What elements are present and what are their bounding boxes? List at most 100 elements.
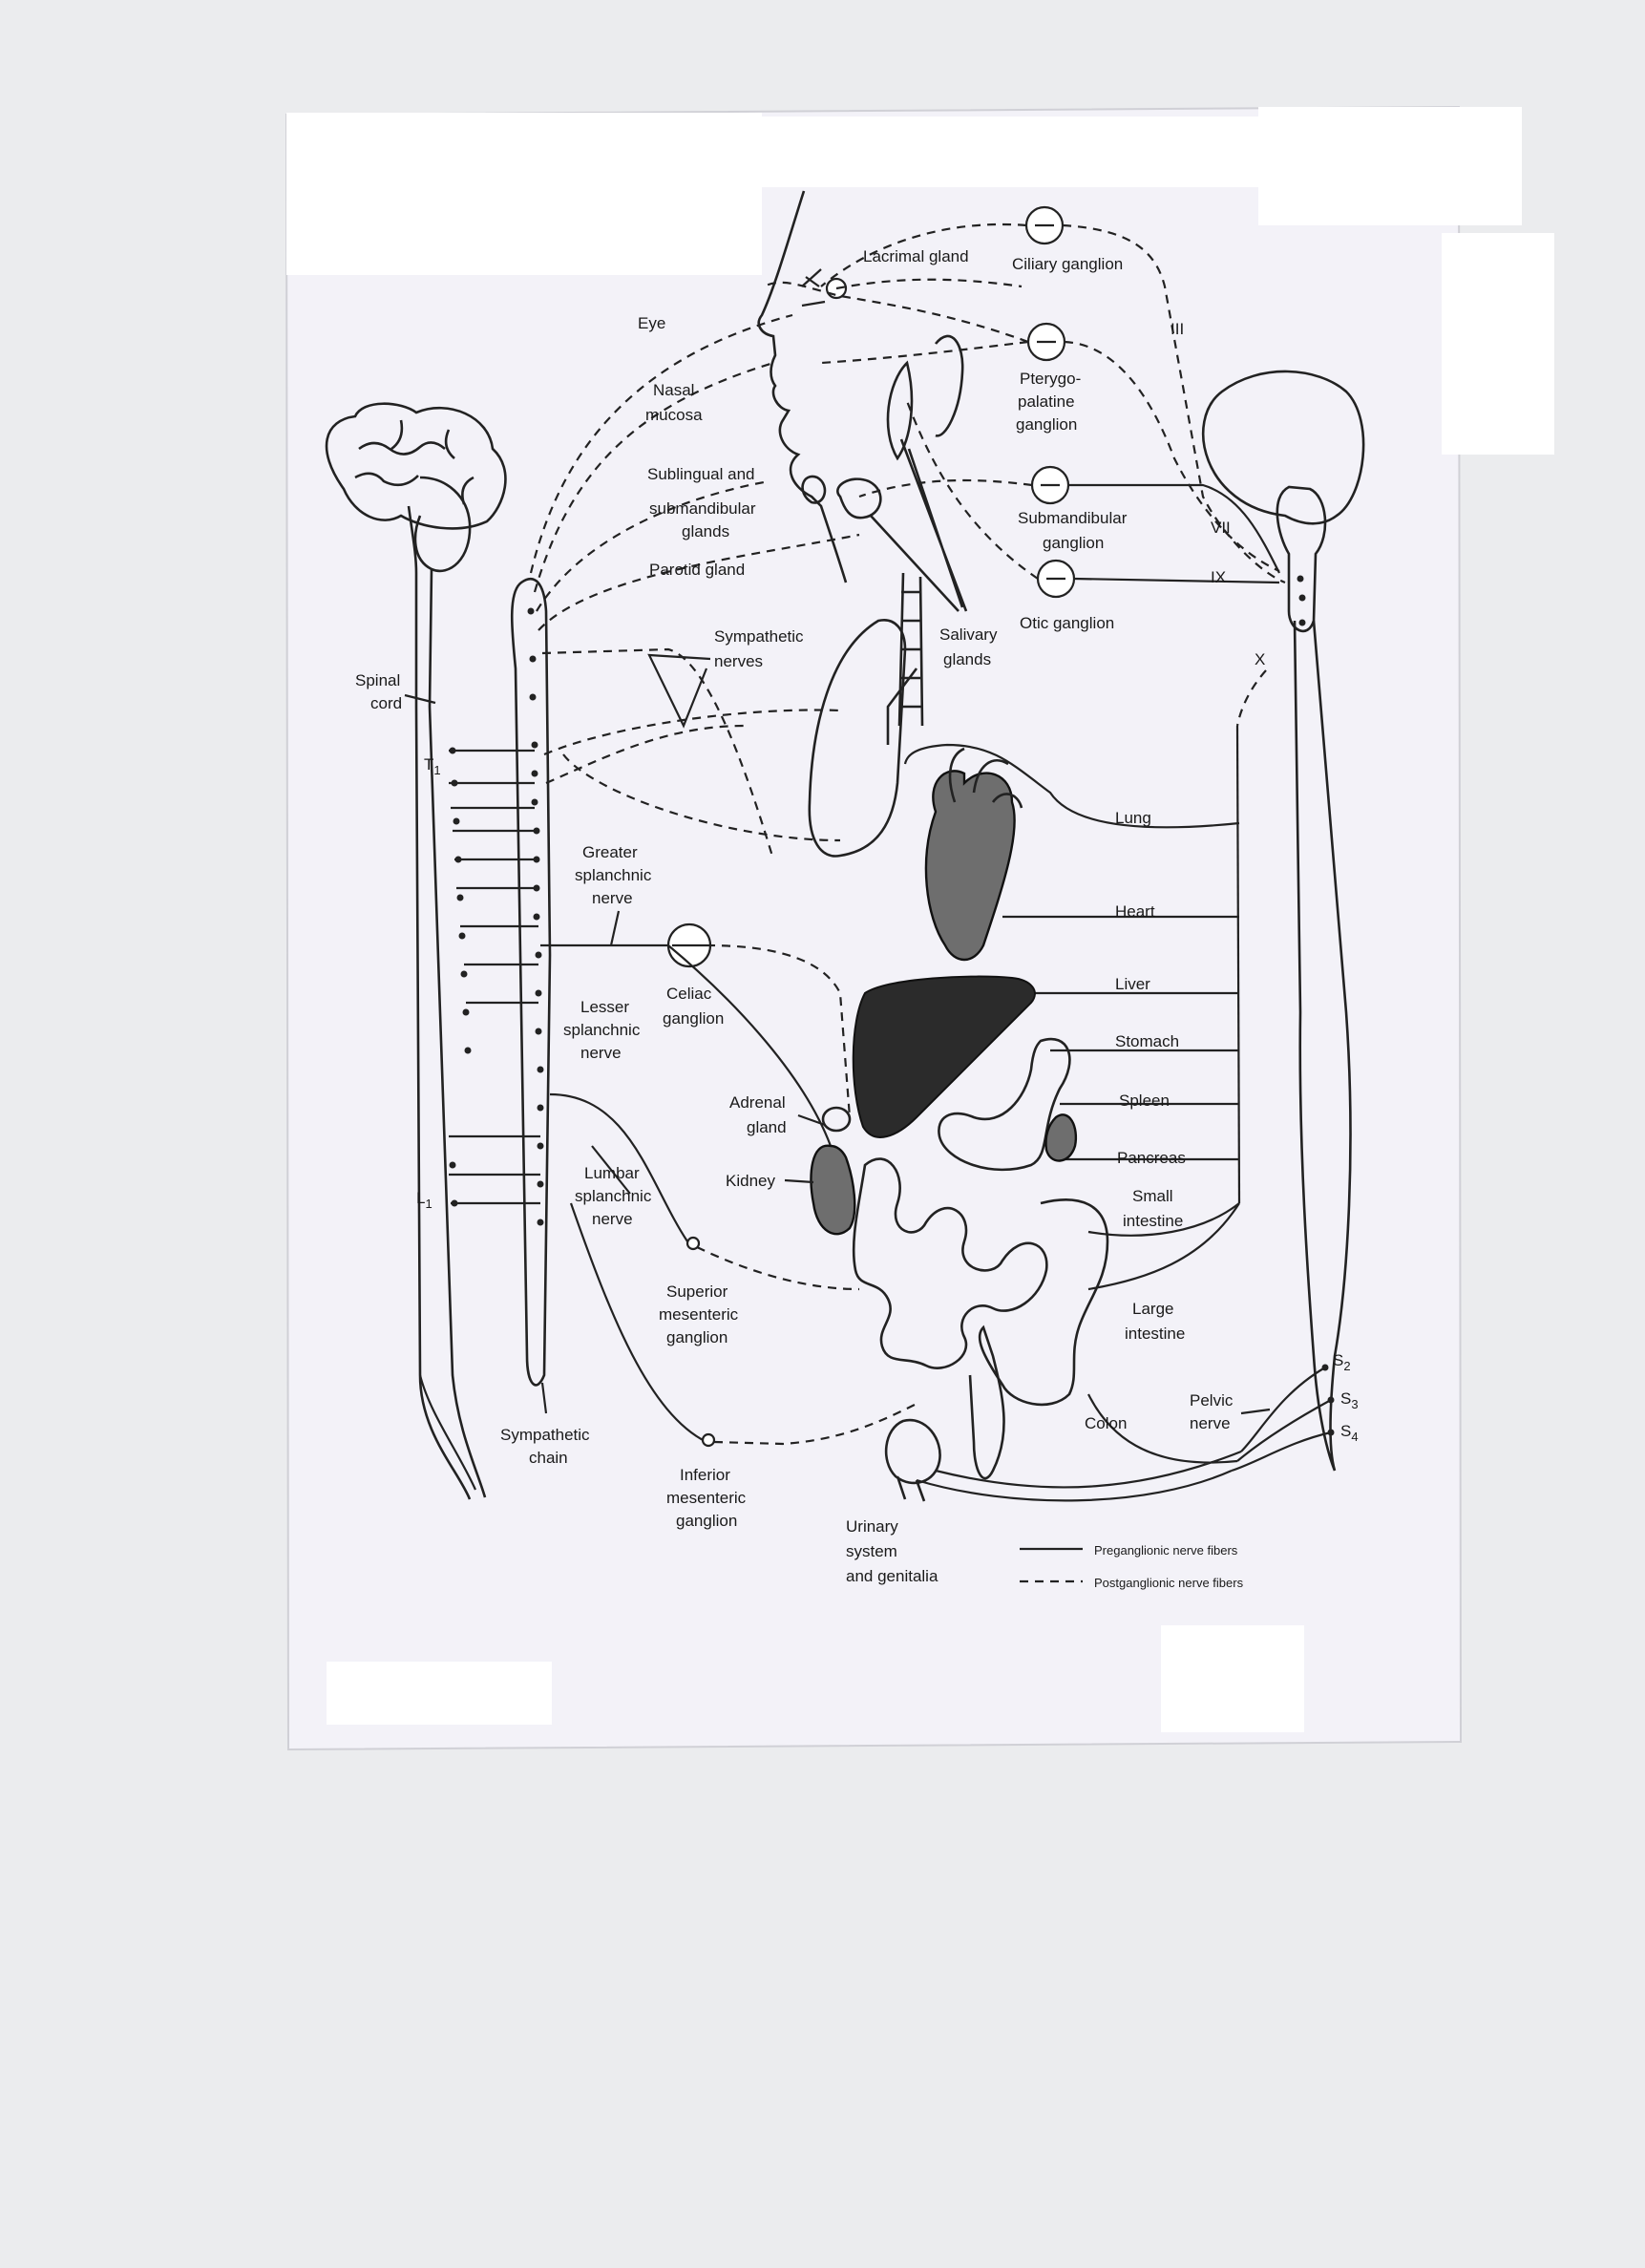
spleen-shape [1044,1113,1078,1162]
legend: Preganglionic nerve fibers Postganglioni… [1020,1543,1244,1590]
label-heart: Heart [1115,902,1155,921]
label-superior-mesenteric-1: Superior [666,1282,728,1301]
vagus-distribution: Lung Heart Liver Stomach Spleen Pancreas… [903,725,1241,1343]
label-lesser-splanchnic-1: Lesser [580,998,629,1016]
kidney-shape [810,1144,856,1236]
redaction-top-right [1258,107,1522,225]
paper-sheet [285,105,1554,1751]
label-t1: T1 [424,755,441,777]
adrenal-shape [821,1106,852,1133]
redaction-right [1442,233,1554,455]
parasympathetic-cranial: Lacrimal gland Ciliary ganglion Eye III … [638,205,1286,668]
label-parotid-gland: Parotid gland [649,561,745,579]
label-urinary-2: system [846,1542,897,1560]
stomach-shape [938,1037,1071,1172]
label-greater-splanchnic-3: nerve [592,889,633,907]
label-superior-mesenteric-3: ganglion [666,1328,728,1346]
label-sympathetic-chain-2: chain [529,1449,568,1467]
label-sympathetic-nerves-1: Sympathetic [714,627,804,646]
label-pelvic-nerve-1: Pelvic [1190,1391,1234,1410]
label-pelvic-nerve-2: nerve [1190,1414,1231,1432]
label-greater-splanchnic-2: splanchnic [575,866,652,884]
prevertebral-ganglia: Celiac ganglion Superior mesenteric gang… [659,922,917,1530]
label-s4: S4 [1340,1422,1359,1444]
label-sublingual-3: glands [682,522,729,541]
legend-postganglionic-label: Postganglionic nerve fibers [1094,1576,1244,1590]
label-sublingual-2: submandibular [649,499,756,518]
label-s3: S3 [1340,1389,1359,1411]
label-nasal-2: mucosa [645,406,703,424]
thoracic-organs [808,619,1023,962]
abdominal-organs: Adrenal gland Kidney Urinary system and … [726,975,1109,1585]
inferior-mesenteric-ganglion [701,1432,716,1448]
label-spinal-cord-2: cord [370,694,402,712]
large-intestine-shape [968,1198,1109,1480]
label-pterygopalatine-1: Pterygo- [1020,370,1081,388]
label-superior-mesenteric-2: mesenteric [659,1305,739,1324]
label-large-intestine-1: Large [1132,1300,1173,1318]
heart-shape [924,770,1016,962]
label-cn-ix: IX [1211,568,1226,586]
label-cn-x: X [1255,650,1265,668]
label-cn-iii: III [1170,320,1184,338]
sympathetic-chain: Sympathetic chain [449,577,590,1467]
label-lesser-splanchnic-2: splanchnic [563,1021,641,1039]
label-colon: Colon [1085,1414,1127,1432]
label-spinal-cord-1: Spinal [355,671,400,689]
liver-shape [852,975,1036,1138]
right-brainstem-cord: X S2 S3 S4 [1201,370,1365,1472]
label-lumbar-splanchnic-2: splanchnic [575,1187,652,1205]
chain-ganglia [449,607,544,1226]
bladder-shape [884,1418,941,1485]
label-lacrimal-gland: Lacrimal gland [863,247,969,265]
label-lumbar-splanchnic-1: Lumbar [584,1164,640,1182]
label-urinary-1: Urinary [846,1517,898,1536]
label-celiac-2: ganglion [663,1009,724,1028]
label-submandibular-ganglion-2: ganglion [1043,534,1104,552]
label-pterygopalatine-2: palatine [1018,392,1075,411]
redaction-top-center [754,117,1289,187]
label-sympathetic-nerves-2: nerves [714,652,763,670]
label-pterygopalatine-3: ganglion [1016,415,1077,434]
pelvic-parasympathetic: Pelvic nerve Colon [916,1367,1332,1502]
label-s2: S2 [1333,1351,1351,1373]
label-adrenal-gland-2: gland [747,1118,787,1136]
label-salivary-1: Salivary [939,625,998,644]
label-greater-splanchnic-1: Greater [582,843,638,861]
label-submandibular-ganglion-1: Submandibular [1018,509,1128,527]
label-nasal-1: Nasal [653,381,694,399]
superior-mesenteric-ganglion [685,1236,701,1251]
label-inferior-mesenteric-1: Inferior [680,1466,730,1484]
label-large-intestine-2: intestine [1125,1325,1185,1343]
label-sublingual-1: Sublingual and [647,465,754,483]
label-lesser-splanchnic-3: nerve [580,1044,622,1062]
label-kidney: Kidney [726,1172,775,1190]
label-l1: L1 [416,1189,432,1211]
lung-shape [808,619,907,858]
label-otic-ganglion: Otic ganglion [1020,614,1114,632]
label-salivary-2: glands [943,650,991,668]
label-urinary-3: and genitalia [846,1567,938,1585]
label-inferior-mesenteric-3: ganglion [676,1512,737,1530]
redaction-bottom-left [327,1662,552,1725]
label-spleen: Spleen [1119,1092,1170,1110]
label-adrenal-gland-1: Adrenal [729,1093,786,1112]
label-stomach: Stomach [1115,1032,1179,1050]
label-lung: Lung [1115,809,1151,827]
label-inferior-mesenteric-2: mesenteric [666,1489,747,1507]
label-lumbar-splanchnic-3: nerve [592,1210,633,1228]
redaction-bottom-right [1161,1625,1304,1732]
label-ciliary-ganglion: Ciliary ganglion [1012,255,1123,273]
label-sympathetic-chain-1: Sympathetic [500,1426,590,1444]
intestines-shape [852,1157,1048,1369]
label-eye: Eye [638,314,665,332]
label-liver: Liver [1115,975,1150,993]
label-cn-vii: VII [1211,519,1231,537]
lacrimal-eye-marks [801,268,826,307]
splanchnic-labels: Greater splanchnic nerve Lesser splanchn… [563,843,652,1228]
redaction-top-left [286,113,762,275]
label-pancreas: Pancreas [1117,1149,1186,1167]
label-celiac-1: Celiac [666,985,712,1003]
left-brain-spinal-cord: Spinal cord T1 L1 [325,402,507,1500]
